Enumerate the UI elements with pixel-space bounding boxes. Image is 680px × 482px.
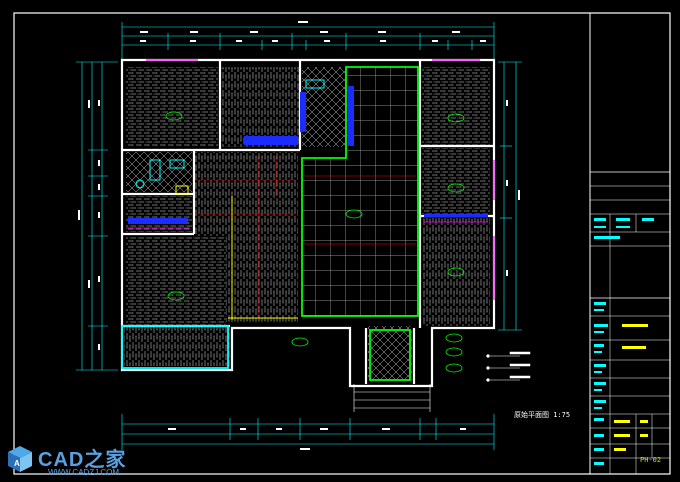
room-corridor-north[interactable]	[220, 67, 300, 147]
left-dimensions	[76, 61, 118, 371]
room-balcony-sw[interactable]	[124, 326, 230, 366]
room-living-hall[interactable]	[346, 67, 418, 159]
floor-plan[interactable]	[120, 58, 531, 412]
sheet-number: PH-02	[640, 456, 662, 464]
room-bedroom-sw[interactable]	[126, 236, 226, 326]
top-dimension-text	[140, 21, 486, 42]
entry-steps	[353, 384, 431, 412]
watermark-brand: CAD之家	[38, 449, 127, 471]
right-dimensions	[498, 61, 522, 331]
room-kitchen[interactable]	[126, 196, 192, 232]
title-block[interactable]	[589, 13, 670, 474]
cadzj-logo-icon: A	[8, 446, 32, 472]
room-bedroom-e[interactable]	[422, 148, 490, 214]
bottom-dimension-text	[168, 428, 466, 450]
left-dimension-text	[78, 100, 100, 350]
room-bath-upper[interactable]	[302, 67, 346, 147]
sheet-frame	[13, 12, 671, 475]
room-tags[interactable]	[165, 111, 465, 373]
drawing-scale-label: 原始平面图 1:75	[514, 411, 571, 419]
room-bedroom-ne[interactable]	[422, 67, 490, 145]
top-dimensions	[121, 22, 495, 60]
cabinetry	[128, 86, 488, 224]
watermark-url: WWW.CADZJ.COM	[48, 468, 120, 477]
legend-notes	[486, 351, 531, 382]
svg-text:A: A	[14, 459, 20, 468]
room-bedroom-se[interactable]	[422, 218, 490, 326]
room-bathroom-w[interactable]	[126, 152, 192, 192]
room-dining-hall[interactable]	[302, 159, 418, 317]
right-dimension-text	[506, 100, 520, 276]
room-master-bedroom[interactable]	[126, 67, 218, 147]
room-entry-porch[interactable]	[368, 326, 412, 380]
bottom-dimensions	[121, 414, 495, 450]
living-room-boundary	[121, 66, 419, 381]
